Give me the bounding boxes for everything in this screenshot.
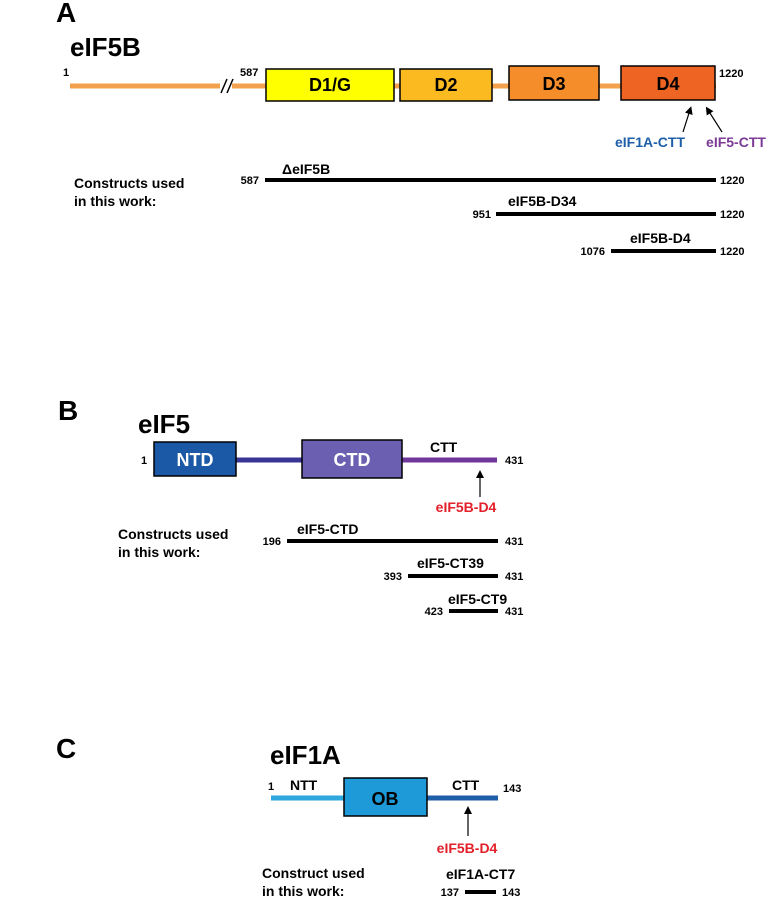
- eif5b-d4-label: eIF5B-D4: [437, 840, 498, 856]
- eif5-ctt-arrow: [705, 106, 723, 133]
- construct-name: eIF5-CT39: [417, 555, 484, 571]
- panel-b-letter: B: [58, 395, 78, 426]
- construct-end: 1220: [720, 175, 744, 187]
- eif5-end-number: 431: [505, 455, 523, 467]
- eif1a-ctt-arrow: [682, 106, 693, 133]
- construct-delta-eif5b: ΔeIF5B 587 1220: [241, 161, 745, 187]
- domain-ntd: [153, 441, 237, 477]
- eif5b-end-number: 1220: [719, 68, 743, 80]
- construct-eif5b-d34: eIF5B-D34 951 1220: [473, 193, 745, 221]
- panel-c: C eIF1A OB 1 NTT CTT 143 eIF5B-D4 Constr…: [56, 733, 521, 899]
- construct-start: 196: [263, 536, 281, 548]
- domain-d4-label: D4: [656, 74, 679, 94]
- eif5b-break-number: 587: [240, 67, 258, 79]
- construct-label-line2: in this work:: [262, 883, 344, 899]
- construct-name: ΔeIF5B: [282, 161, 330, 177]
- domain-ctd: [301, 439, 403, 479]
- domain-ob: [343, 777, 428, 817]
- break-mark: [220, 78, 234, 94]
- construct-eif5b-d4: eIF5B-D4 1076 1220: [581, 230, 745, 258]
- domain-d1g: [265, 68, 395, 102]
- eif1a-end-number: 143: [503, 783, 521, 795]
- eif5b-title: eIF5B: [70, 32, 141, 62]
- constructs-label-line2: in this work:: [74, 193, 156, 209]
- construct-end: 431: [505, 571, 523, 583]
- panel-a-letter: A: [56, 0, 76, 28]
- constructs-label-line1: Constructs used: [118, 526, 228, 542]
- panel-b: B eIF5 NTD CTD 1 431 CTT eIF5B-D4 Constr…: [58, 395, 523, 618]
- construct-label-line1: Construct used: [262, 865, 365, 881]
- construct-name: eIF5-CTD: [297, 521, 358, 537]
- construct-start: 393: [384, 571, 402, 583]
- construct-name: eIF1A-CT7: [446, 866, 515, 882]
- eif5-ctt-label: eIF5-CTT: [706, 134, 766, 150]
- construct-eif5-ct9: eIF5-CT9 423 431: [425, 591, 524, 618]
- construct-name: eIF5B-D4: [630, 230, 691, 246]
- eif1a-title: eIF1A: [270, 740, 341, 770]
- domain-ntd-label: NTD: [177, 450, 214, 470]
- construct-eif5-ctd: eIF5-CTD 196 431: [263, 521, 524, 548]
- eif5-title: eIF5: [138, 409, 190, 439]
- construct-start: 1076: [581, 246, 605, 258]
- construct-start: 423: [425, 606, 443, 618]
- constructs-label-line1: Constructs used: [74, 175, 184, 191]
- eif5b-start-number: 1: [63, 67, 69, 79]
- construct-eif5-ct39: eIF5-CT39 393 431: [384, 555, 524, 583]
- domain-ob-label: OB: [372, 789, 399, 809]
- construct-eif1a-ct7: eIF1A-CT7 137 143: [441, 866, 521, 899]
- construct-end: 143: [502, 887, 520, 899]
- construct-start: 587: [241, 175, 259, 187]
- construct-end: 1220: [720, 209, 744, 221]
- eif5-start-number: 1: [141, 455, 147, 467]
- domain-d3-label: D3: [542, 74, 565, 94]
- eif1a-ctt-label: CTT: [452, 777, 480, 793]
- domain-d4: [620, 65, 716, 101]
- domain-d1g-label: D1/G: [309, 75, 351, 95]
- domain-d2: [399, 68, 493, 102]
- eif1a-ctt-label: eIF1A-CTT: [615, 134, 685, 150]
- panel-c-letter: C: [56, 733, 76, 764]
- eif5b-d4-label: eIF5B-D4: [436, 499, 497, 515]
- construct-name: eIF5B-D34: [508, 193, 577, 209]
- construct-end: 1220: [720, 246, 744, 258]
- panel-a: A eIF5B 1 587 1220 D1/G D2 D3 D4 eIF1A-C…: [56, 0, 766, 258]
- construct-end: 431: [505, 536, 523, 548]
- construct-start: 137: [441, 887, 459, 899]
- constructs-label-line2: in this work:: [118, 544, 200, 560]
- eif1a-ntt-label: NTT: [290, 777, 318, 793]
- domain-d3: [508, 65, 600, 101]
- domain-d2-label: D2: [434, 75, 457, 95]
- eif1a-start-number: 1: [268, 781, 274, 793]
- construct-name: eIF5-CT9: [448, 591, 507, 607]
- construct-start: 951: [473, 209, 491, 221]
- domain-ctd-label: CTD: [334, 450, 371, 470]
- eif5-ctt-label: CTT: [430, 439, 458, 455]
- construct-end: 431: [505, 606, 523, 618]
